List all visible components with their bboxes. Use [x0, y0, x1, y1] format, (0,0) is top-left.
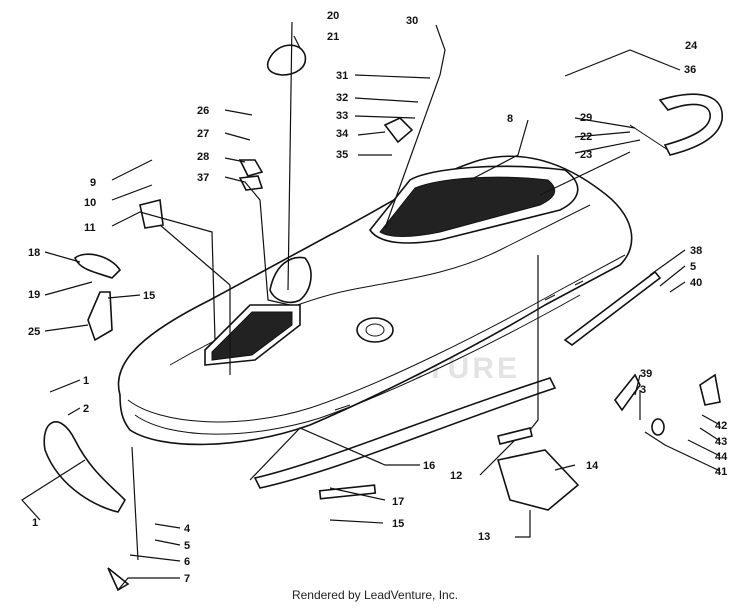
callouts: 20 21 30 24 36 31 32 33 34 35 26 27 28 3…	[28, 10, 728, 585]
callout-17: 17	[392, 496, 404, 508]
callout-6: 6	[184, 556, 190, 568]
callout-41: 41	[715, 466, 727, 478]
callout-8: 8	[507, 113, 513, 125]
callout-11: 11	[84, 222, 96, 234]
callout-33: 33	[336, 110, 348, 122]
rubrail-part	[253, 377, 557, 489]
callout-37: 37	[197, 172, 209, 184]
callout-43: 43	[715, 436, 727, 448]
callout-30: 30	[406, 15, 418, 27]
callout-27: 27	[197, 128, 209, 140]
callout-34: 34	[336, 128, 349, 140]
callout-21: 21	[327, 31, 339, 43]
ride-plate-part	[496, 449, 580, 511]
footer-credit: Rendered by LeadVenture, Inc.	[291, 588, 459, 602]
callout-3: 3	[640, 384, 646, 396]
callout-4: 4	[184, 523, 191, 535]
seat-part	[266, 44, 307, 76]
callout-16: 16	[423, 460, 435, 472]
callout-13: 13	[478, 531, 490, 543]
hull	[117, 155, 633, 446]
callout-20: 20	[327, 10, 339, 22]
callout-25: 25	[28, 326, 40, 338]
callout-31: 31	[336, 70, 348, 82]
callout-19: 19	[28, 289, 40, 301]
handlebar-part	[629, 93, 723, 156]
hardware-left	[74, 117, 721, 592]
callout-1-upper: 1	[83, 375, 89, 387]
leader-lines	[21, 21, 721, 591]
callout-28: 28	[197, 151, 209, 163]
callout-2: 2	[83, 403, 89, 415]
callout-22: 22	[580, 131, 592, 143]
callout-7: 7	[184, 573, 190, 585]
callout-35: 35	[336, 149, 348, 161]
callout-26: 26	[197, 105, 209, 117]
callout-42: 42	[715, 420, 727, 432]
callout-15-upper: 15	[143, 290, 155, 302]
callout-23: 23	[580, 149, 592, 161]
side-strip-part	[563, 270, 662, 346]
callout-44: 44	[715, 451, 728, 463]
callout-18: 18	[28, 247, 40, 259]
callout-5-right: 5	[690, 261, 696, 273]
callout-39: 39	[640, 368, 652, 380]
callout-40: 40	[690, 277, 702, 289]
callout-24: 24	[685, 40, 698, 52]
callout-38: 38	[690, 245, 702, 257]
callout-32: 32	[336, 92, 348, 104]
callout-10: 10	[84, 197, 96, 209]
strainer-part	[497, 427, 533, 445]
callout-1-lower: 1	[32, 517, 38, 529]
callout-29: 29	[580, 112, 592, 124]
callout-36: 36	[684, 64, 696, 76]
callout-14: 14	[586, 460, 599, 472]
callout-9: 9	[90, 177, 96, 189]
callout-15-lower: 15	[392, 518, 404, 530]
callout-5-lower: 5	[184, 540, 190, 552]
bumper-part	[43, 421, 127, 513]
callout-12: 12	[450, 470, 462, 482]
